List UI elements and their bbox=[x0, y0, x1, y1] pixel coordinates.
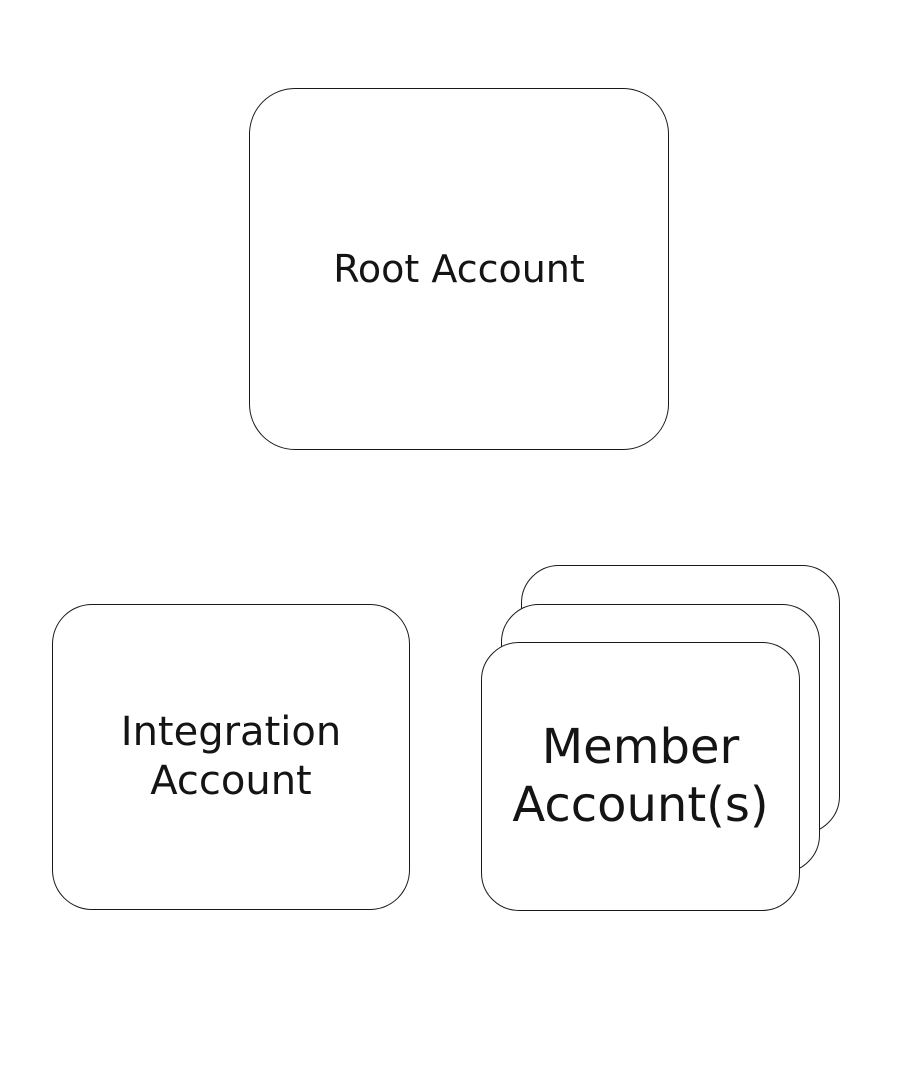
node-member-accounts[interactable]: Member Account(s) bbox=[481, 565, 875, 913]
member-accounts-stack-card-front[interactable]: Member Account(s) bbox=[481, 642, 800, 911]
node-integration-account[interactable]: Integration Account bbox=[52, 604, 410, 910]
node-root-account[interactable]: Root Account bbox=[249, 88, 669, 450]
